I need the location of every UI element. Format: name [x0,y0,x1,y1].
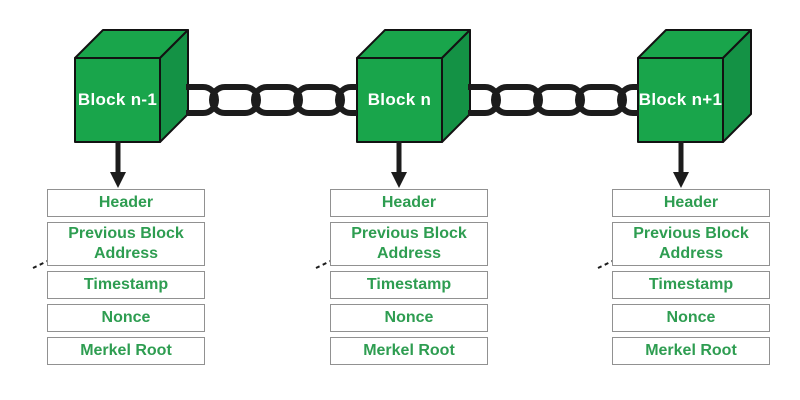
block-label: Block n [367,90,432,109]
field-timestamp: Timestamp [612,271,770,299]
block-fields-n-1: Header Previous Block Address Timestamp … [47,189,205,365]
block-fields-n-plus-1: Header Previous Block Address Timestamp … [612,189,770,365]
field-prev-address: Previous Block Address [47,222,205,266]
cube-icon [356,29,471,143]
down-arrow-icon [391,141,407,188]
field-merkel-root: Merkel Root [612,337,770,365]
field-merkel-root: Merkel Root [330,337,488,365]
chain-link-icon [186,84,357,116]
field-prev-address: Previous Block Address [330,222,488,266]
field-merkel-root: Merkel Root [47,337,205,365]
field-nonce: Nonce [330,304,488,332]
block-cube-n-1: Block n-1 [74,29,189,143]
block-cube-n: Block n [356,29,471,143]
field-header: Header [47,189,205,217]
field-header: Header [330,189,488,217]
block-label: Block n-1 [77,90,158,109]
block-label: Block n+1 [638,90,723,109]
block-fields-n: Header Previous Block Address Timestamp … [330,189,488,365]
field-nonce: Nonce [47,304,205,332]
field-header: Header [612,189,770,217]
field-timestamp: Timestamp [330,271,488,299]
cube-icon [74,29,189,143]
field-nonce: Nonce [612,304,770,332]
field-prev-address: Previous Block Address [612,222,770,266]
chain-link-icon [468,84,639,116]
down-arrow-icon [673,141,689,188]
field-timestamp: Timestamp [47,271,205,299]
down-arrow-icon [110,141,126,188]
block-cube-n-plus-1: Block n+1 [637,29,752,143]
